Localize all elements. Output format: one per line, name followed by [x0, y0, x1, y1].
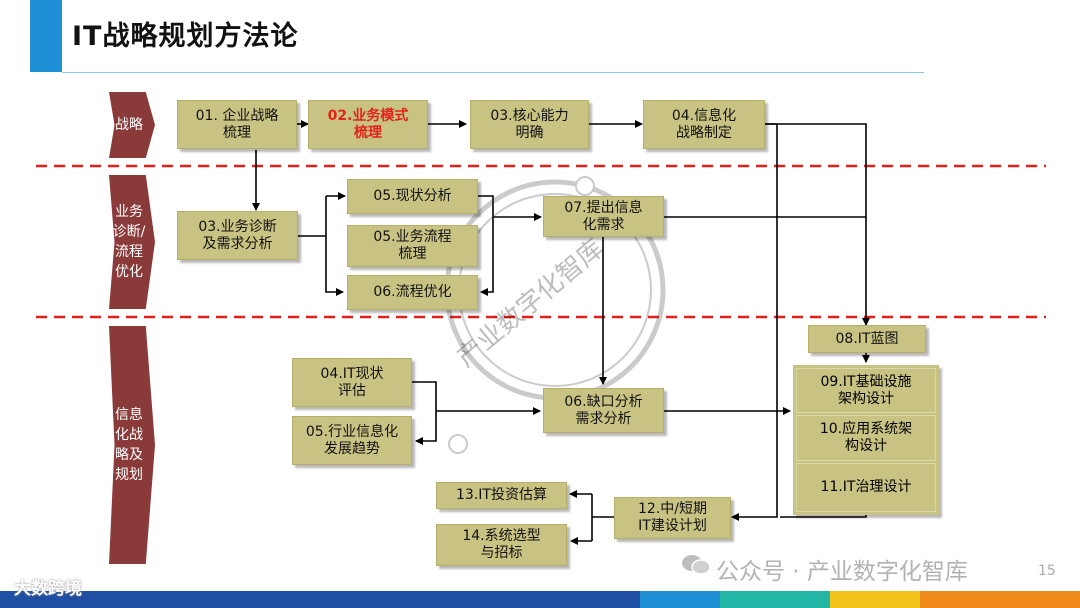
box-14-system-selection: 14.系统选型 与招标	[436, 524, 567, 566]
box-05-status-analysis: 05.现状分析	[347, 179, 478, 214]
arrow-trunk-12	[731, 123, 778, 521]
phase-it-planning: 信息 化战 略及 规划	[109, 326, 155, 564]
box-13-investment-estimate: 13.IT投资估算	[436, 482, 567, 509]
wechat-icon	[681, 553, 711, 577]
box-04-it-status: 04.IT现状 评估	[292, 358, 412, 407]
title-accent-bar	[30, 0, 62, 72]
design-group: 09.IT基础设施 架构设计 10.应用系统架 构设计 11.IT治理设计	[793, 365, 939, 515]
box-10-application-architecture: 10.应用系统架 构设计	[796, 415, 936, 461]
page-title: IT战略规划方法论	[72, 21, 299, 52]
brand-watermark: 大数跨境	[14, 579, 82, 599]
box-05-process-review: 05.业务流程 梳理	[347, 225, 478, 267]
box-09-infrastructure: 09.IT基础设施 架构设计	[796, 368, 936, 413]
box-03-business-diagnosis: 03.业务诊断 及需求分析	[177, 211, 298, 260]
box-11-it-governance: 11.IT治理设计	[796, 463, 936, 512]
box-06-process-optimization: 06.流程优化	[347, 275, 478, 310]
arrow-05-06	[478, 195, 494, 296]
phase-strategy: 战略	[109, 92, 155, 158]
box-03-core-capability: 03.核心能力 明确	[470, 100, 589, 149]
title-underline	[62, 72, 924, 73]
page-number: 15	[1038, 563, 1056, 579]
box-05-industry-trends: 05.行业信息化 发展趋势	[292, 416, 412, 465]
arrow-to-06	[325, 196, 344, 296]
phase-business-diagnosis: 业务 诊断/ 流程 优化	[109, 175, 155, 309]
phase-label: 信息 化战 略及 规划	[115, 407, 143, 483]
phase-label: 业务 诊断/ 流程 优化	[112, 204, 146, 280]
arrow-grp-12	[780, 515, 867, 518]
phase-label: 战略	[115, 117, 143, 133]
wechat-watermark: 公众号 · 产业数字化智库	[716, 559, 968, 585]
box-01-corp-strategy: 01. 企业战略 梳理	[177, 100, 297, 149]
box-12-build-plan: 12.中/短期 IT建设计划	[614, 497, 731, 539]
arrow-04it-05it	[412, 381, 437, 445]
box-07-it-requirements: 07.提出信息 化需求	[543, 196, 664, 237]
box-08-it-blueprint: 08.IT蓝图	[808, 325, 926, 353]
box-02-business-model: 02.业务模式 梳理	[308, 100, 428, 149]
arrow-04-08	[765, 123, 870, 326]
box-06-gap-analysis: 06.缺口分析 需求分析	[543, 388, 664, 433]
box-04-it-strategy: 04.信息化 战略制定	[643, 100, 765, 149]
